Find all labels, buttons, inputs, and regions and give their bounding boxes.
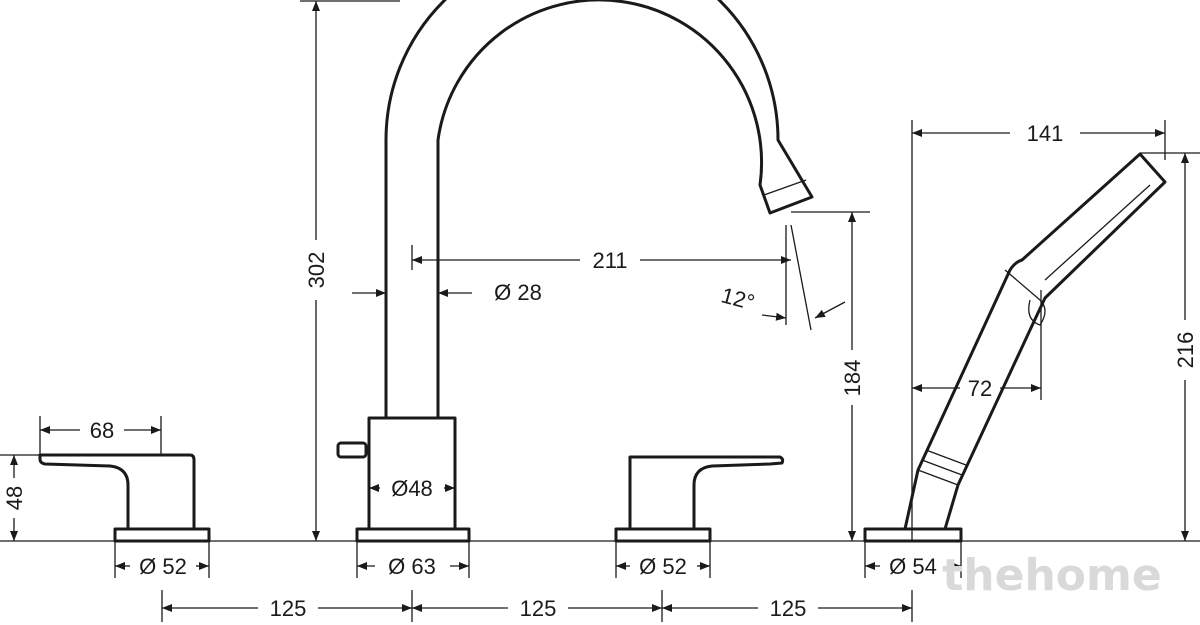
right-handle [614, 455, 785, 543]
spacing-1-label: 125 [270, 596, 307, 621]
spacing-2-label: 125 [520, 596, 557, 621]
dim-52-left-label: Ø 52 [139, 554, 187, 579]
left-handle [38, 453, 211, 543]
dim-302-label: 302 [304, 252, 329, 289]
watermark: thehome [942, 550, 1161, 601]
dim-68-label: 68 [90, 418, 114, 443]
dim-216-label: 216 [1173, 332, 1198, 369]
dim-63-label: Ø 63 [388, 554, 436, 579]
hand-shower [863, 152, 1167, 543]
dim-48-label: 48 [2, 486, 27, 510]
dim-12deg-label: 12° [719, 282, 758, 315]
spout [336, 0, 814, 543]
dim-54-label: Ø 54 [889, 554, 937, 579]
spacing-3-label: 125 [770, 596, 807, 621]
dim-28-label: Ø 28 [494, 280, 542, 305]
dim-52-right-label: Ø 52 [639, 554, 687, 579]
dim-184-label: 184 [840, 360, 865, 397]
dim-141-label: 141 [1027, 121, 1064, 146]
dim-211-label: 211 [592, 248, 627, 273]
dim-48dia-label: Ø48 [391, 476, 433, 501]
dim-72-label: 72 [968, 376, 992, 401]
